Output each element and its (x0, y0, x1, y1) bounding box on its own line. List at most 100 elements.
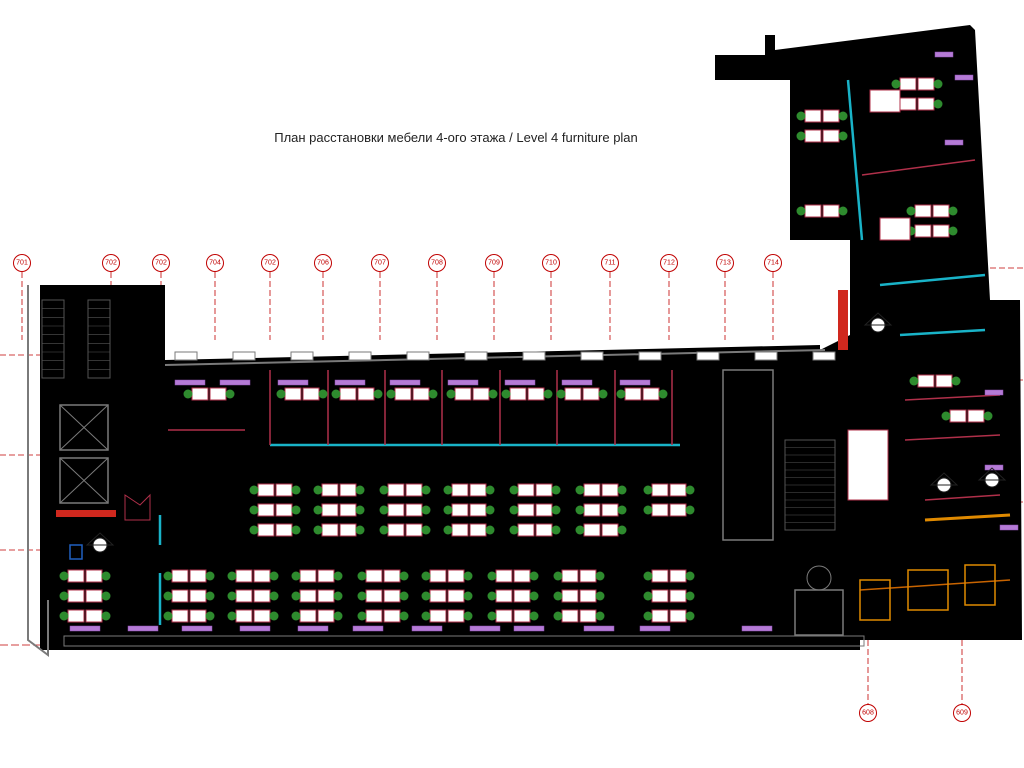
desk (339, 387, 357, 401)
desk (669, 483, 687, 497)
storage-cabinet (239, 625, 271, 632)
room-divider (904, 394, 1001, 501)
desk-cluster (331, 387, 383, 401)
desk (429, 589, 447, 603)
window (812, 351, 836, 361)
chair (553, 571, 563, 581)
storage-cabinet (954, 74, 974, 81)
desk (601, 523, 619, 537)
desk-cluster (643, 569, 695, 623)
storage-cabinet (334, 379, 366, 386)
grid-axis-marker (542, 254, 560, 272)
wc-cubicle (859, 579, 891, 621)
desk (917, 374, 935, 388)
desk-cluster (487, 569, 539, 623)
desk (517, 503, 535, 517)
chair (838, 131, 848, 141)
chair (556, 389, 566, 399)
building-walls (27, 25, 1022, 657)
column (806, 565, 832, 591)
desk-cluster (616, 387, 668, 401)
desk (822, 204, 840, 218)
chair (509, 525, 519, 535)
chair (269, 591, 279, 601)
chair (575, 525, 585, 535)
chair (101, 611, 111, 621)
chair (428, 389, 438, 399)
desk (67, 609, 85, 623)
grid-axis-label: 702 (264, 260, 276, 267)
chair (225, 389, 235, 399)
chair (379, 485, 389, 495)
chair (183, 389, 193, 399)
desk-cluster (501, 387, 553, 401)
desk (257, 503, 275, 517)
chair (333, 571, 343, 581)
chair (291, 591, 301, 601)
storage-cabinet (181, 625, 213, 632)
glass-partition (846, 79, 864, 241)
desk (405, 483, 423, 497)
storage-cabinet (619, 379, 651, 386)
grid-axis-label: 701 (16, 260, 28, 267)
wc-cubicle (907, 569, 949, 611)
desk (253, 569, 271, 583)
chair (291, 505, 301, 515)
grid-axis-marker (314, 254, 332, 272)
chair (443, 525, 453, 535)
chair (595, 611, 605, 621)
stair-outline (87, 299, 111, 379)
desk (321, 523, 339, 537)
desk (513, 589, 531, 603)
desk (513, 609, 531, 623)
desk (579, 589, 597, 603)
chair (838, 111, 848, 121)
north-arrow-symbol (85, 532, 115, 553)
symbol-triangle (929, 472, 959, 486)
chair (509, 485, 519, 495)
storage-cabinet (934, 51, 954, 58)
chair (685, 611, 695, 621)
storage-cabinet (561, 379, 593, 386)
chair (796, 206, 806, 216)
staircase (41, 299, 65, 379)
chair (551, 485, 561, 495)
north-arrow-symbol (977, 467, 1007, 488)
desk (451, 483, 469, 497)
desk-cluster (227, 569, 279, 623)
desk (447, 609, 465, 623)
north-arrow-symbol (863, 312, 893, 333)
chair (421, 525, 431, 535)
chair (163, 591, 173, 601)
plan-title: План расстановки мебели 4-ого этажа / Le… (274, 130, 638, 145)
desk-cluster (276, 387, 328, 401)
chair (487, 591, 497, 601)
chair (59, 591, 69, 601)
desk (275, 523, 293, 537)
storage-cabinet (447, 379, 479, 386)
desk (932, 224, 950, 238)
grid-axis-marker (485, 254, 503, 272)
desk (513, 569, 531, 583)
desk (171, 609, 189, 623)
desk (383, 569, 401, 583)
lounge-table (847, 429, 889, 501)
chair (643, 505, 653, 515)
desk (387, 523, 405, 537)
chair (313, 525, 323, 535)
desk (579, 609, 597, 623)
chair (643, 571, 653, 581)
desk (387, 483, 405, 497)
desk (899, 97, 917, 111)
storage-cabinet (513, 625, 545, 632)
chair (643, 591, 653, 601)
grid-axis-label: 608 (862, 710, 874, 717)
grid-axis-label: 714 (767, 260, 779, 267)
staircase (784, 439, 836, 531)
grid-axis-label: 712 (663, 260, 675, 267)
desk (495, 589, 513, 603)
desk (914, 224, 932, 238)
desk (209, 387, 227, 401)
chair (421, 485, 431, 495)
desk (302, 387, 320, 401)
